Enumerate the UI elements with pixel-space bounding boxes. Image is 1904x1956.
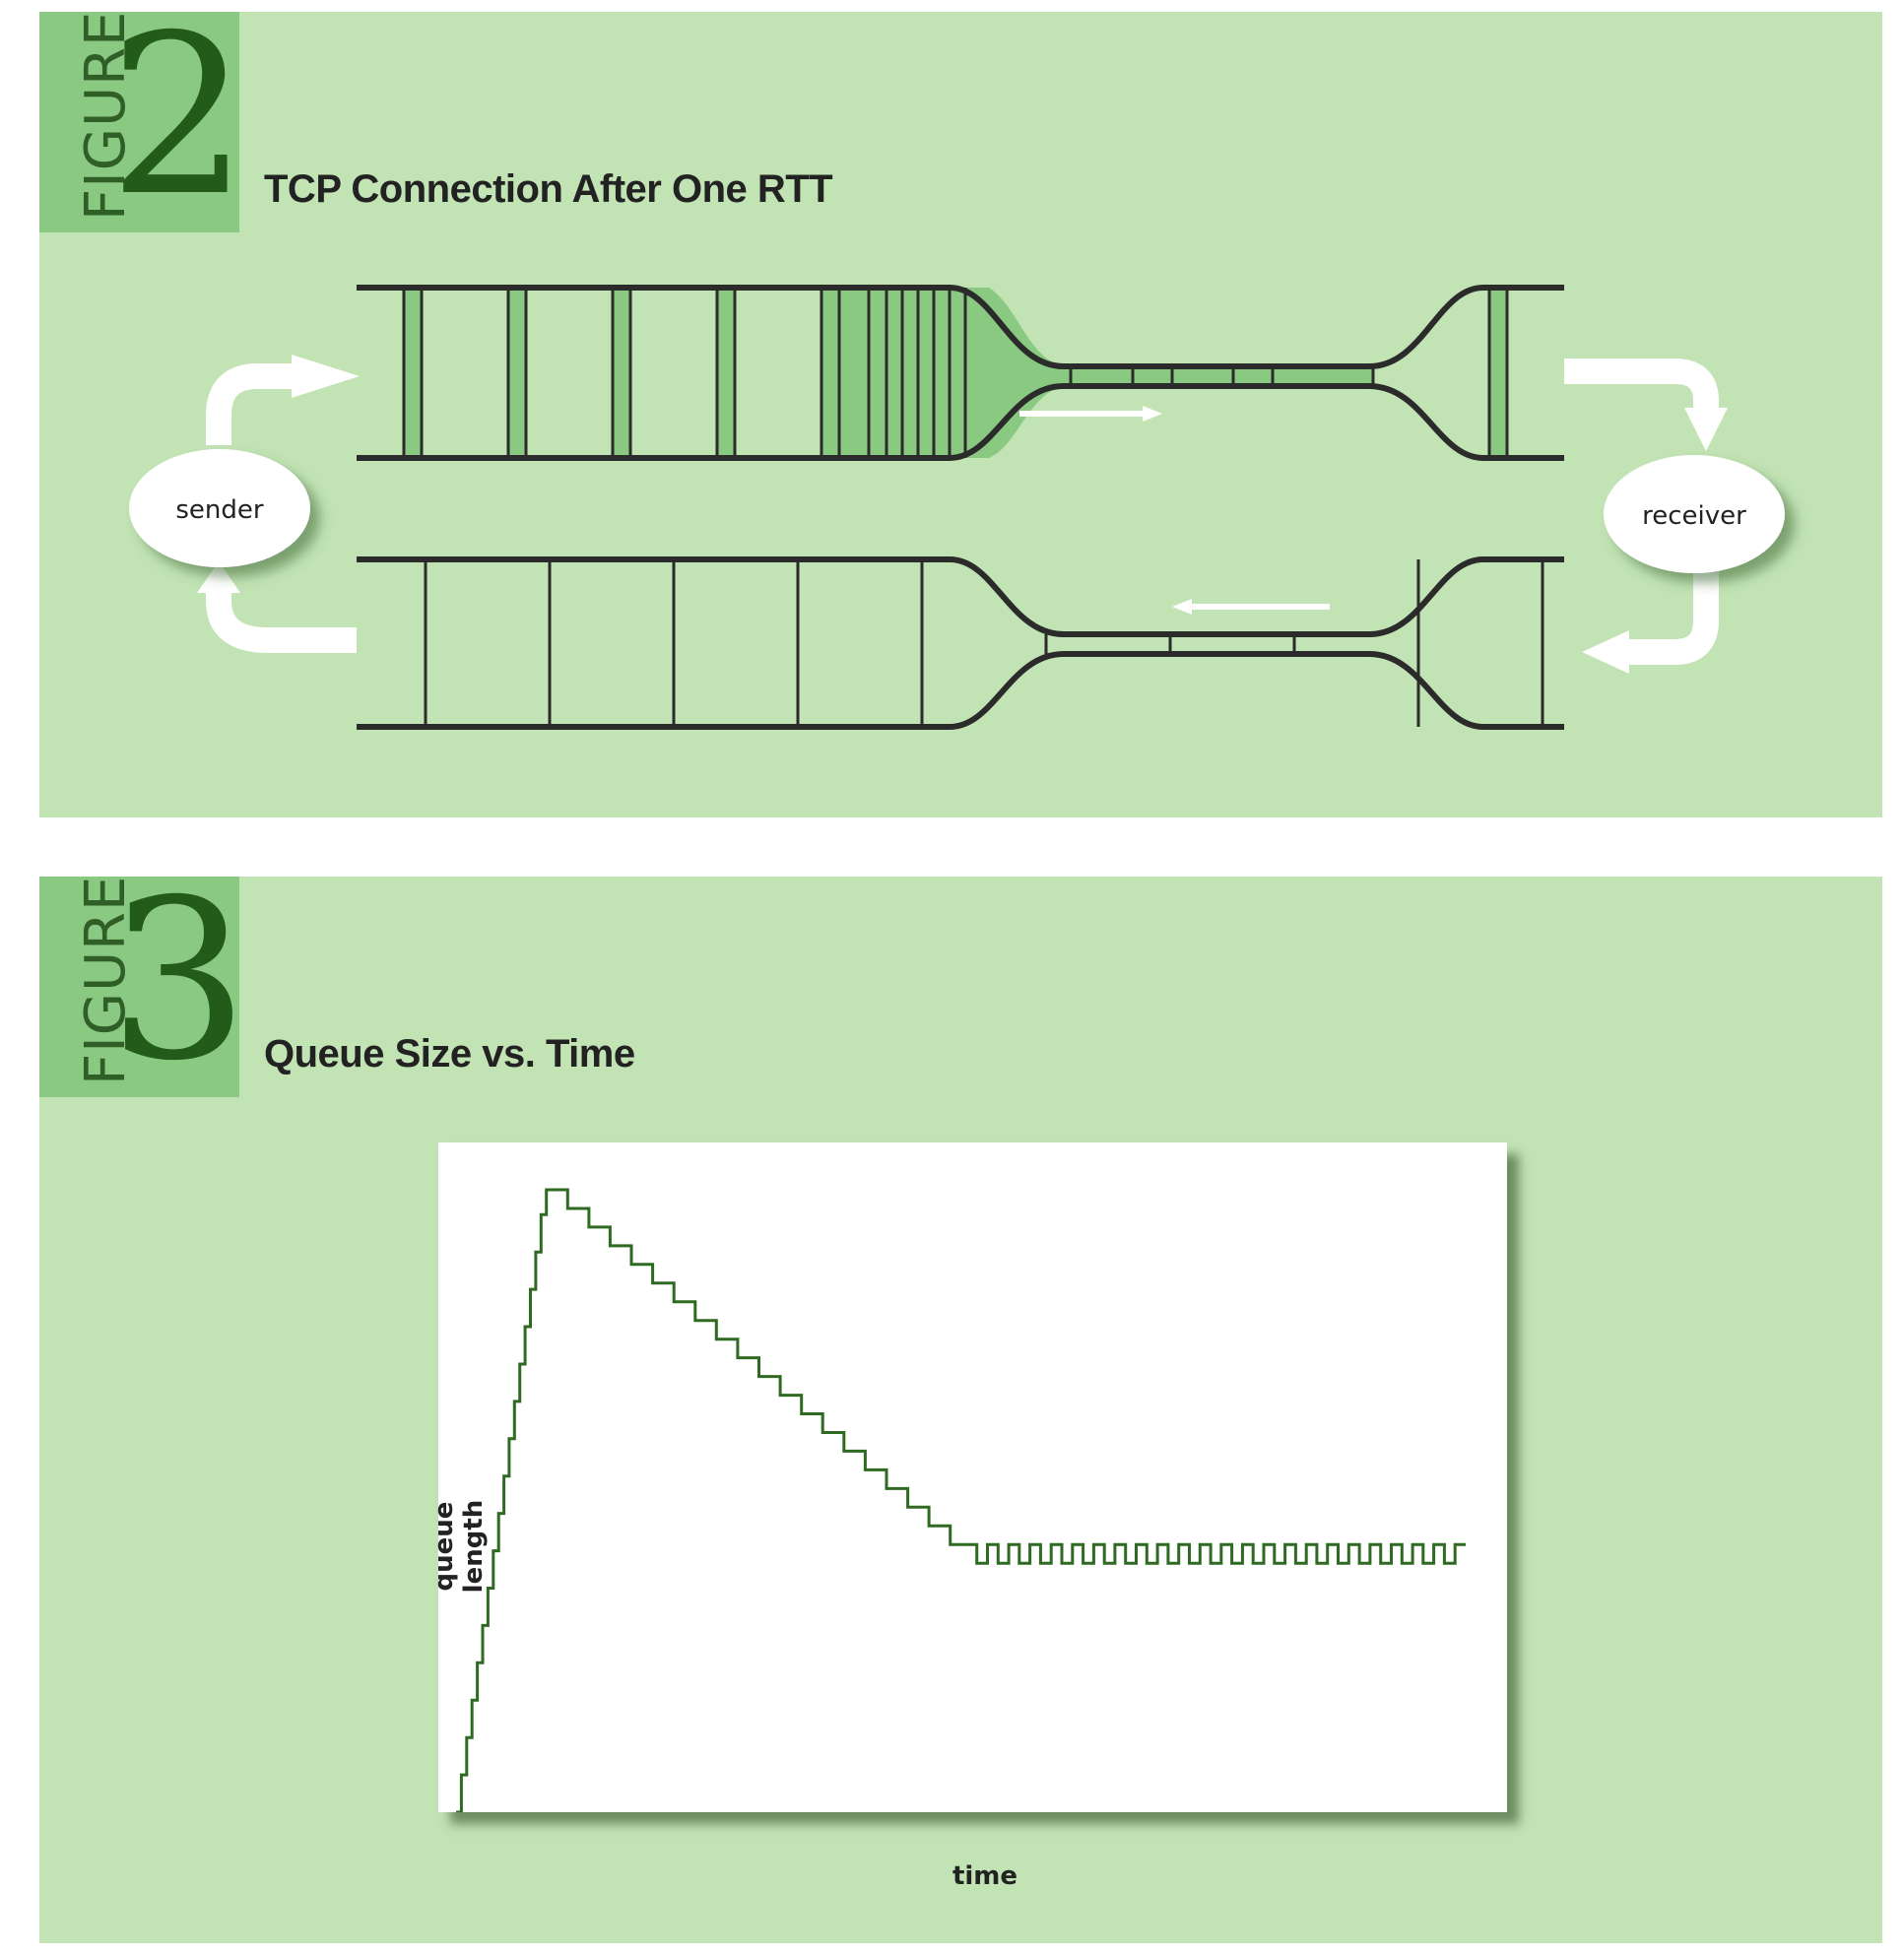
- curved-arrow-icon: [206, 585, 357, 653]
- data-packet-burst: [821, 288, 989, 458]
- figure-3-panel: FIGURE 3 Queue Size vs. Time queue lengt…: [39, 877, 1882, 1943]
- y-axis-label: queue length: [429, 1499, 489, 1594]
- data-packet: [717, 288, 735, 458]
- x-axis-label: time: [952, 1861, 1018, 1891]
- queue-chart: [456, 1188, 1466, 1814]
- arrowhead-icon: [1172, 599, 1192, 615]
- curved-arrow-icon: [1625, 563, 1719, 665]
- receiver-loop-arrows: [1564, 359, 1728, 674]
- curved-arrow-icon: [1564, 359, 1719, 416]
- data-packet: [613, 288, 630, 458]
- figure-2-panel: FIGURE 2 TCP Connection After One RTT: [39, 12, 1882, 817]
- arrowhead-icon: [1684, 408, 1728, 451]
- tcp-connection-diagram: sender receiver: [129, 285, 1785, 730]
- sender-label: sender: [175, 495, 264, 525]
- arrowhead-icon: [197, 561, 240, 593]
- arrowhead-icon: [1582, 630, 1629, 674]
- curved-arrow-icon: [206, 363, 297, 445]
- receiver-node: receiver: [1604, 455, 1785, 573]
- data-pipe: [357, 285, 1564, 461]
- figure-3-title: Queue Size vs. Time: [264, 1032, 635, 1076]
- figure-3-badge: FIGURE 3: [39, 877, 239, 1097]
- sender-node: sender: [129, 449, 310, 567]
- data-funnel-fill: [989, 288, 1069, 458]
- arrowhead-icon: [292, 355, 360, 398]
- ack-pipe: [357, 556, 1564, 730]
- queue-length-series-line: [456, 1188, 1466, 1814]
- figure-2-badge: FIGURE 2: [39, 12, 239, 232]
- sender-loop-arrows: [197, 355, 360, 653]
- figure-2-badge-number: 2: [108, 12, 239, 232]
- data-packet: [1489, 288, 1507, 458]
- narrow-link-packets: [1069, 367, 1374, 386]
- figure-2-title: TCP Connection After One RTT: [264, 167, 833, 211]
- data-packet: [508, 288, 526, 458]
- figure-3-badge-number: 3: [108, 877, 239, 1097]
- data-packet: [404, 288, 422, 458]
- arrowhead-icon: [1143, 406, 1162, 422]
- receiver-label: receiver: [1642, 501, 1746, 531]
- chart-plot-area: [438, 1142, 1507, 1814]
